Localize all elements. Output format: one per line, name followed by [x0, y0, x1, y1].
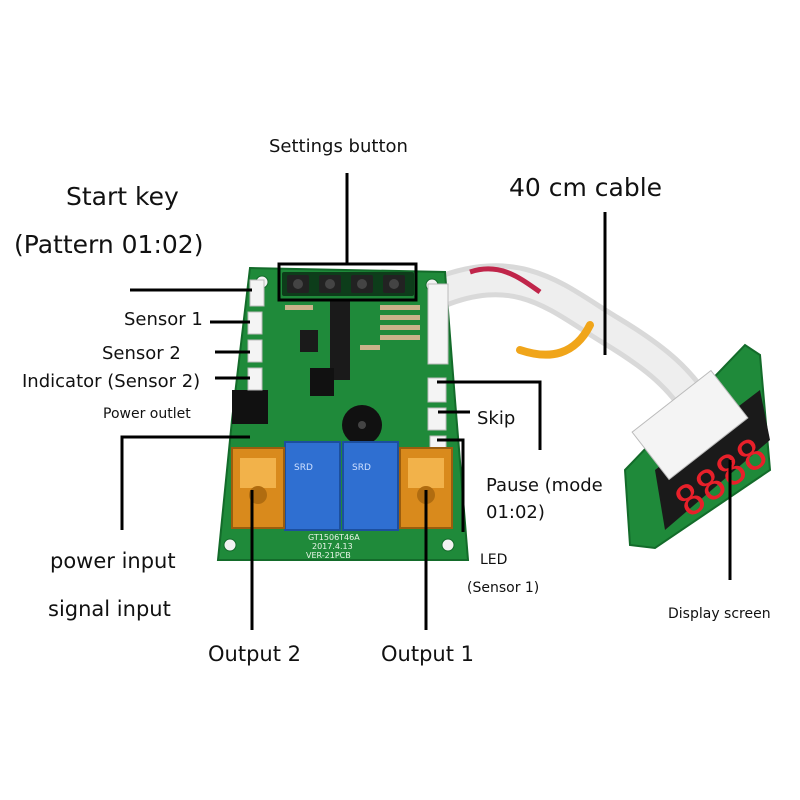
- output-1-label: Output 1: [381, 642, 474, 666]
- ribbon-cable: [423, 263, 717, 427]
- sensor-1-label: Sensor 1: [124, 309, 203, 330]
- leader-lines: [120, 173, 732, 630]
- pause-label-line2: 01:02): [486, 502, 545, 523]
- cable-label: 40 cm cable: [509, 173, 663, 202]
- indicator-label: Indicator (Sensor 2): [22, 371, 201, 392]
- board-version-text: VER-21PCB: [306, 551, 351, 560]
- led-label: LED: [480, 552, 508, 568]
- power-input-label: power input: [50, 549, 176, 573]
- display-screen-label: Display screen: [668, 606, 771, 622]
- signal-input-label: signal input: [48, 597, 171, 621]
- svg-text:SRD: SRD: [352, 463, 371, 473]
- skip-label: Skip: [477, 408, 516, 429]
- svg-text:SRD: SRD: [294, 463, 313, 473]
- sensor-2-label: Sensor 2: [102, 343, 181, 364]
- board-date-text: 2017.4.13: [312, 542, 353, 551]
- led-sensor-label: (Sensor 1): [467, 580, 540, 596]
- power-outlet-label: Power outlet: [103, 406, 191, 422]
- settings-button-label: Settings button: [269, 136, 408, 157]
- pause-label-line1: Pause (mode: [486, 475, 603, 496]
- start-key-pattern-label: (Pattern 01:02): [14, 230, 204, 259]
- output-2-label: Output 2: [208, 642, 301, 666]
- pcb: SRD SRD GT1506T46A 2017.4.13 VER-21PCB: [216, 266, 470, 561]
- board-model-text: GT1506T46A: [308, 533, 360, 542]
- start-key-label: Start key: [66, 182, 179, 211]
